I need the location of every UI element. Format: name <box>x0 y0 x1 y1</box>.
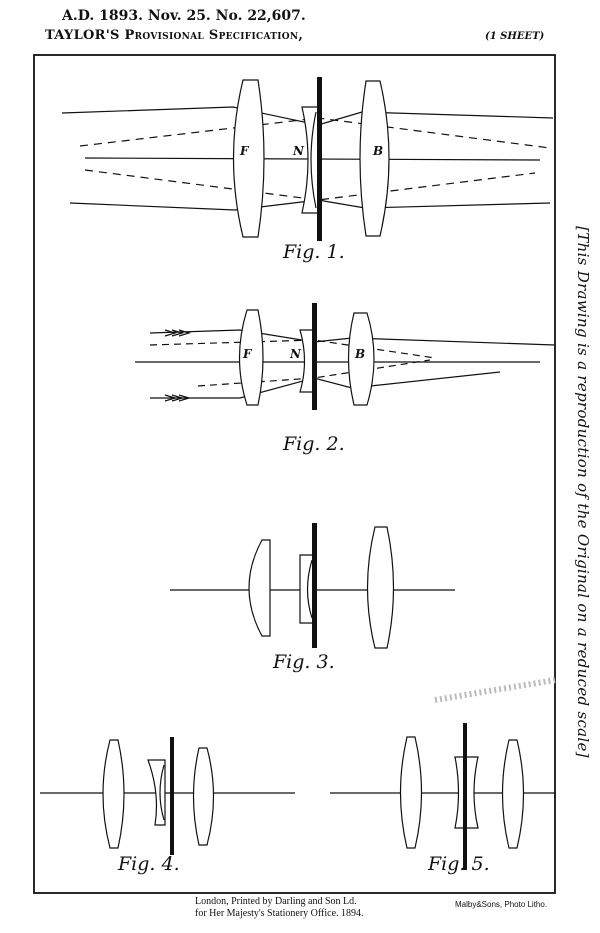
sheet-border <box>33 54 556 894</box>
faint-stamp <box>434 677 556 703</box>
dashed-ray-top <box>149 339 436 359</box>
arrow-icon <box>164 394 192 402</box>
printer-line-2: for Her Majesty's Stationery Office. 189… <box>195 908 364 919</box>
diaphragm-stop <box>317 77 322 241</box>
front-lens-F <box>238 309 264 406</box>
caption-fig-3: Fig. 3. <box>272 651 335 673</box>
sheet-count: (1 SHEET) <box>485 31 545 42</box>
patent-number-header: A.D. 1893. Nov. 25. No. 22,607. <box>62 8 306 24</box>
diaphragm-stop <box>312 523 317 648</box>
lens-N-curve <box>310 111 317 209</box>
printer-credit: London, Printed by Darling and Son Ld. f… <box>195 896 364 920</box>
arrow-icon <box>164 329 192 337</box>
lens-curve <box>306 559 313 619</box>
ray-bottom <box>150 371 501 399</box>
diaphragm-stop <box>312 303 317 410</box>
negative-lens-N <box>299 329 315 393</box>
front-lens <box>248 539 271 637</box>
back-lens <box>366 526 395 649</box>
figure-2: F N B Fig. 2. <box>135 303 556 455</box>
figure-1: F N B Fig. 1. <box>61 77 554 263</box>
caption-fig-1: Fig. 1. <box>282 241 345 263</box>
specification-title: TAYLOR'S Provisional Specification, <box>45 28 304 43</box>
caption-fig-4: Fig. 4. <box>117 853 180 875</box>
caption-fig-5: Fig. 5. <box>427 853 490 875</box>
diaphragm-stop <box>463 723 467 870</box>
back-lens-B <box>347 312 375 406</box>
back-lens-B <box>359 80 390 237</box>
litho-credit: Malby&Sons, Photo Litho. <box>455 900 548 909</box>
printer-line-1: London, Printed by Darling and Son Ld. <box>195 896 357 907</box>
negative-lens-N <box>301 106 319 214</box>
dashed-ray-bottom <box>197 359 431 387</box>
figure-3: Fig. 3. <box>170 523 455 673</box>
back-lens <box>192 747 215 846</box>
label-N: N <box>292 144 305 158</box>
label-B: B <box>354 347 365 361</box>
front-lens <box>102 739 125 849</box>
diaphragm-stop <box>170 737 174 855</box>
dashed-ray-bottom <box>84 169 536 201</box>
figure-5: Fig. 5. <box>330 723 555 875</box>
label-F: F <box>239 144 250 158</box>
caption-fig-2: Fig. 2. <box>282 433 345 455</box>
figure-4: Fig. 4. <box>40 737 295 875</box>
label-N: N <box>289 347 302 361</box>
front-lens <box>399 736 423 849</box>
label-B: B <box>372 144 383 158</box>
negative-lens <box>147 759 166 826</box>
lens-curve <box>159 764 165 821</box>
label-F: F <box>242 347 253 361</box>
back-lens <box>501 739 525 849</box>
front-lens-F <box>232 79 265 238</box>
